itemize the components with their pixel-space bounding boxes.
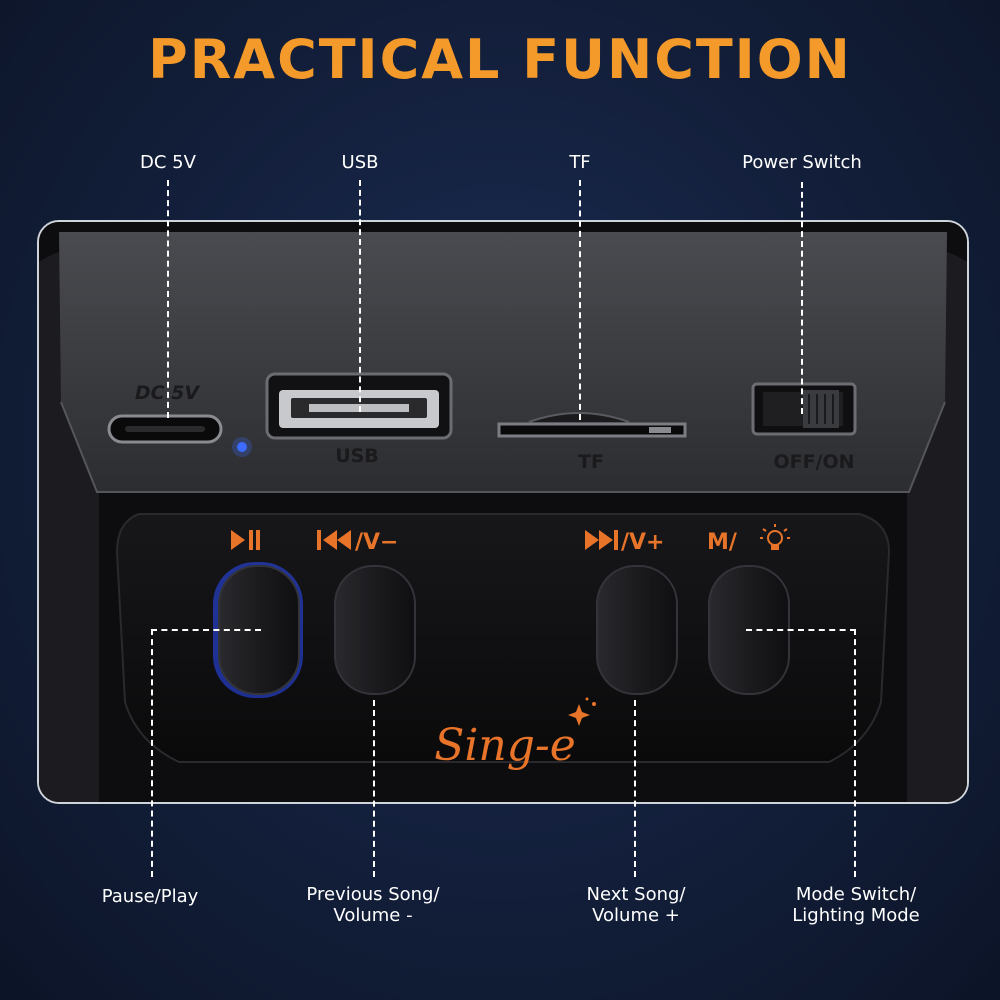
callout-power-switch: Power Switch [742,152,862,173]
callout-mode-line2: Lighting Mode [792,905,920,926]
leader-power-switch [801,182,803,414]
callout-mode-switch: Mode Switch/ Lighting Mode [768,884,944,926]
usb-port-label: USB [335,445,379,467]
power-switch: OFF/ON [751,382,857,473]
leader-dc5v [167,180,169,418]
sparkle-icon [568,697,596,726]
leader-pause-play-h [151,629,261,631]
callout-previous-song: Previous Song/ Volume - [288,884,458,926]
callout-previous-line1: Previous Song/ [306,884,440,905]
status-led [237,442,247,452]
callout-next-line1: Next Song/ [586,884,686,905]
next-button-label: /V+ [621,530,665,555]
mode-button-label: M/ [707,530,738,555]
next-button [596,565,678,695]
callout-dc5v: DC 5V [140,152,196,173]
previous-icon [317,530,351,550]
tf-slot-label: TF [578,451,604,473]
callout-tf: TF [569,152,591,173]
callout-previous-line2: Volume - [333,905,413,926]
previous-button-label: /V− [355,530,399,555]
next-icon [585,530,618,550]
leader-mode-v [854,629,856,877]
leader-previous [373,700,375,877]
leader-next [634,700,636,877]
speaker-control-panel: DC 5V USB TF [37,220,969,804]
brand-logo: Sing-e [434,720,576,771]
callout-next-song: Next Song/ Volume + [556,884,716,926]
play-pause-icon [231,530,260,550]
callout-next-line2: Volume + [592,905,680,926]
tf-slot: TF [497,412,687,473]
leader-tf [579,180,581,420]
callout-mode-line1: Mode Switch/ [795,884,917,905]
previous-button [334,565,416,695]
leader-pause-play-v [151,629,153,877]
leader-usb [359,180,361,412]
light-bulb-icon [760,524,790,550]
power-switch-label: OFF/ON [773,451,854,473]
page-title: PRACTICAL FUNCTION [148,28,852,91]
callout-pause-play: Pause/Play [101,886,199,907]
speaker-illustration: DC 5V USB TF [39,222,967,802]
callout-usb: USB [341,152,379,173]
leader-mode-h [746,629,856,631]
